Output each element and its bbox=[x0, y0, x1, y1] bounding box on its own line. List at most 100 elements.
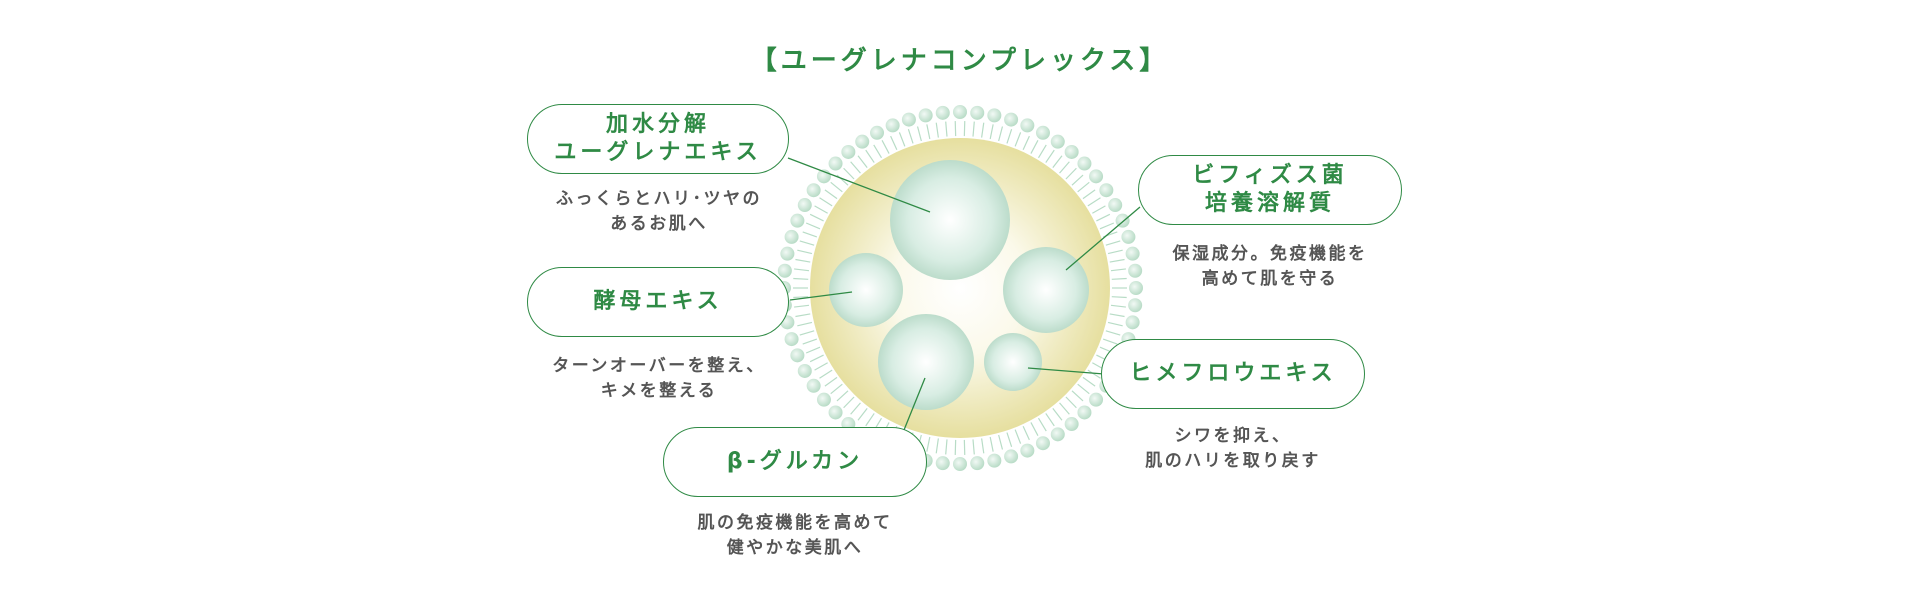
membrane-tick bbox=[843, 396, 855, 409]
membrane-tick bbox=[802, 338, 818, 345]
membrane-tick bbox=[926, 124, 931, 140]
membrane-tick bbox=[1092, 205, 1106, 214]
membrane-tick bbox=[1077, 383, 1090, 395]
membrane-bead bbox=[1064, 144, 1079, 159]
membrane-tick bbox=[890, 135, 898, 150]
ingredient-description: 保湿成分。免疫機能を 高めて肌を守る bbox=[1172, 244, 1368, 289]
membrane-tick bbox=[865, 149, 875, 163]
membrane-bead bbox=[987, 108, 1002, 123]
membrane-tick bbox=[989, 124, 994, 140]
membrane-tick bbox=[1109, 313, 1125, 318]
sphere-small-right bbox=[984, 333, 1042, 391]
membrane-tick bbox=[945, 439, 948, 455]
connector-himefurou bbox=[1027, 367, 1105, 375]
ingredient-description: ふっくらとハリ･ツヤの あるお肌へ bbox=[556, 189, 762, 234]
ingredient-description: ターンオーバーを整え、 キメを整える bbox=[552, 356, 766, 401]
membrane-tick bbox=[795, 258, 811, 263]
membrane-bead bbox=[918, 108, 933, 123]
membrane-tick bbox=[1109, 258, 1125, 263]
membrane-tick bbox=[1071, 174, 1084, 186]
membrane-tick bbox=[989, 436, 994, 452]
membrane-bead bbox=[1004, 449, 1019, 464]
ingredient-description: シワを抑え、 肌のハリを取り戻す bbox=[1145, 426, 1321, 471]
membrane-bead bbox=[797, 363, 812, 378]
connector-yeast bbox=[789, 291, 853, 301]
membrane-tick bbox=[935, 122, 939, 138]
membrane-tick bbox=[907, 128, 914, 144]
membrane-tick bbox=[972, 121, 975, 137]
membrane-tick bbox=[1102, 338, 1118, 345]
membrane-bead bbox=[790, 213, 805, 228]
membrane-bead bbox=[953, 105, 967, 119]
membrane-tick bbox=[1087, 369, 1101, 379]
membrane-tick bbox=[873, 144, 883, 159]
membrane-tick bbox=[1022, 135, 1030, 150]
membrane-tick bbox=[850, 402, 861, 415]
membrane-bead bbox=[1050, 427, 1065, 442]
membrane-tick bbox=[819, 197, 833, 207]
membrane-bead bbox=[1064, 417, 1079, 432]
membrane-bead bbox=[855, 134, 870, 149]
membrane-tick bbox=[998, 434, 1004, 450]
membrane-bead bbox=[797, 198, 812, 213]
membrane-tick bbox=[1045, 413, 1055, 427]
membrane-bead bbox=[1128, 298, 1143, 313]
membrane-bead bbox=[1099, 183, 1114, 198]
membrane-bead bbox=[828, 405, 843, 420]
membrane-tick bbox=[1059, 402, 1070, 415]
membrane-tick bbox=[1077, 181, 1090, 193]
ingredient-pill: 酵母エキス bbox=[527, 267, 789, 337]
membrane-tick bbox=[802, 231, 818, 238]
membrane-bead bbox=[841, 144, 856, 159]
membrane-tick bbox=[797, 321, 813, 327]
membrane-bead bbox=[885, 118, 900, 133]
membrane-tick bbox=[1105, 240, 1121, 246]
membrane-tick bbox=[836, 390, 849, 402]
membrane-bead bbox=[784, 229, 799, 244]
membrane-tick bbox=[1065, 167, 1077, 180]
membrane-bead bbox=[901, 112, 916, 127]
membrane-tick bbox=[799, 330, 815, 336]
membrane-tick bbox=[1082, 189, 1096, 200]
membrane-tick bbox=[1096, 213, 1111, 222]
membrane-bead bbox=[784, 332, 799, 347]
sphere-large-top bbox=[890, 160, 1010, 280]
membrane-tick bbox=[898, 132, 906, 147]
membrane-bead bbox=[1035, 125, 1050, 140]
membrane-bead bbox=[970, 456, 985, 471]
membrane-tick bbox=[857, 155, 868, 168]
connector-hydrolyzed-euglena bbox=[787, 157, 931, 213]
membrane-bead bbox=[828, 156, 843, 171]
membrane-tick bbox=[1014, 429, 1022, 444]
ingredient-pill: 加水分解 ユーグレナエキス bbox=[527, 104, 789, 174]
membrane-tick bbox=[1111, 277, 1127, 280]
membrane-tick bbox=[809, 213, 824, 222]
membrane-bead bbox=[1020, 443, 1035, 458]
ingredient-pill: β-グルカン bbox=[663, 427, 927, 497]
membrane-tick bbox=[795, 313, 811, 318]
membrane-tick bbox=[805, 346, 821, 354]
diagram-title: 【ユーグレナコンプレックス】 bbox=[750, 46, 1170, 76]
membrane-tick bbox=[916, 126, 922, 142]
membrane-bead bbox=[1128, 263, 1143, 278]
membrane-tick bbox=[1045, 149, 1055, 163]
membrane-tick bbox=[1052, 155, 1063, 168]
membrane-tick bbox=[1030, 422, 1039, 436]
membrane-tick bbox=[1006, 432, 1013, 448]
membrane-bead bbox=[790, 348, 805, 363]
membrane-tick bbox=[824, 189, 838, 200]
membrane-tick bbox=[814, 205, 828, 214]
membrane-tick bbox=[1065, 396, 1077, 409]
membrane-tick bbox=[843, 167, 855, 180]
membrane-tick bbox=[793, 277, 809, 280]
membrane-tick bbox=[824, 376, 838, 387]
membrane-bead bbox=[1125, 315, 1140, 330]
membrane-tick bbox=[1071, 390, 1084, 402]
membrane-bead bbox=[1108, 198, 1123, 213]
ingredient-pill: ヒメフロウエキス bbox=[1101, 339, 1365, 409]
membrane-bead bbox=[1035, 436, 1050, 451]
membrane-bead bbox=[806, 183, 821, 198]
ingredient-pill: ビフィズス菌 培養溶解質 bbox=[1138, 155, 1402, 225]
membrane-tick bbox=[981, 438, 985, 454]
membrane-tick bbox=[830, 383, 843, 395]
